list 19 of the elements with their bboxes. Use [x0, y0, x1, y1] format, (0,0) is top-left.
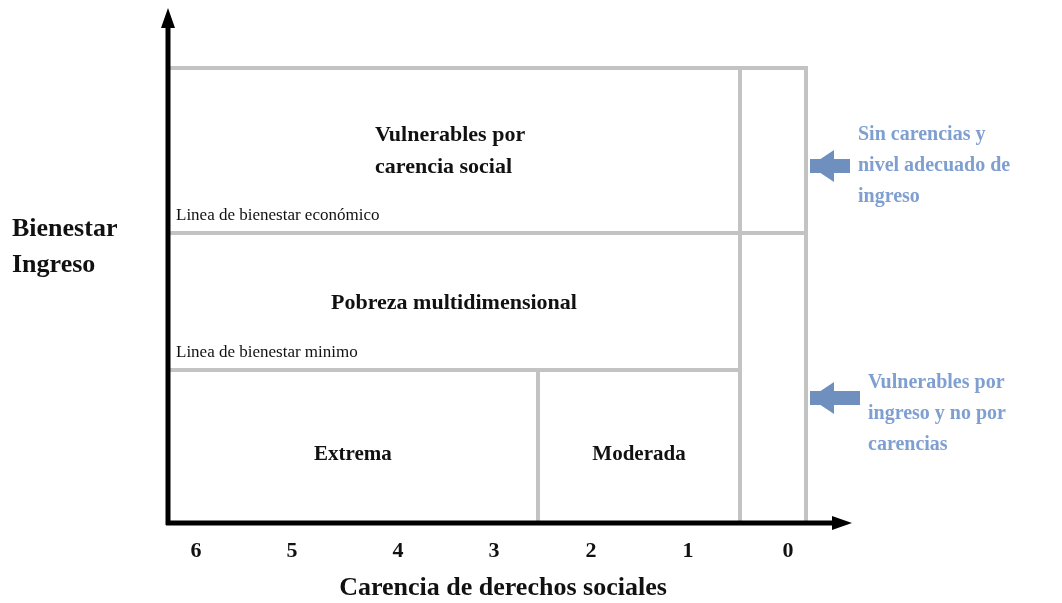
x-axis-title: Carencia de derechos sociales [338, 571, 668, 603]
tick-label: 5 [285, 536, 299, 564]
block-arrow [810, 150, 850, 182]
tick-label: 3 [487, 536, 501, 564]
region-label: Extrema [313, 440, 393, 467]
tick-label: 4 [391, 536, 405, 564]
y-axis-title: Bienestar Ingreso [12, 212, 118, 280]
side-note: Vulnerables por ingreso y no por carencias [868, 366, 1058, 459]
side-note: Sin carencias y nivel adecuado de ingreso [858, 118, 1023, 211]
threshold-line-label: Linea de bienestar minimo [176, 340, 358, 363]
tick-label: 0 [781, 536, 795, 564]
block-arrow [810, 382, 860, 414]
tick-label: 2 [584, 536, 598, 564]
tick-label: 1 [681, 536, 695, 564]
region-label: Pobreza multidimensional [330, 288, 578, 316]
region-label: Vulnerables por carencia social [375, 120, 526, 180]
region-label: Moderada [591, 440, 687, 467]
threshold-line-label: Linea de bienestar económico [176, 203, 380, 226]
tick-label: 6 [189, 536, 203, 564]
